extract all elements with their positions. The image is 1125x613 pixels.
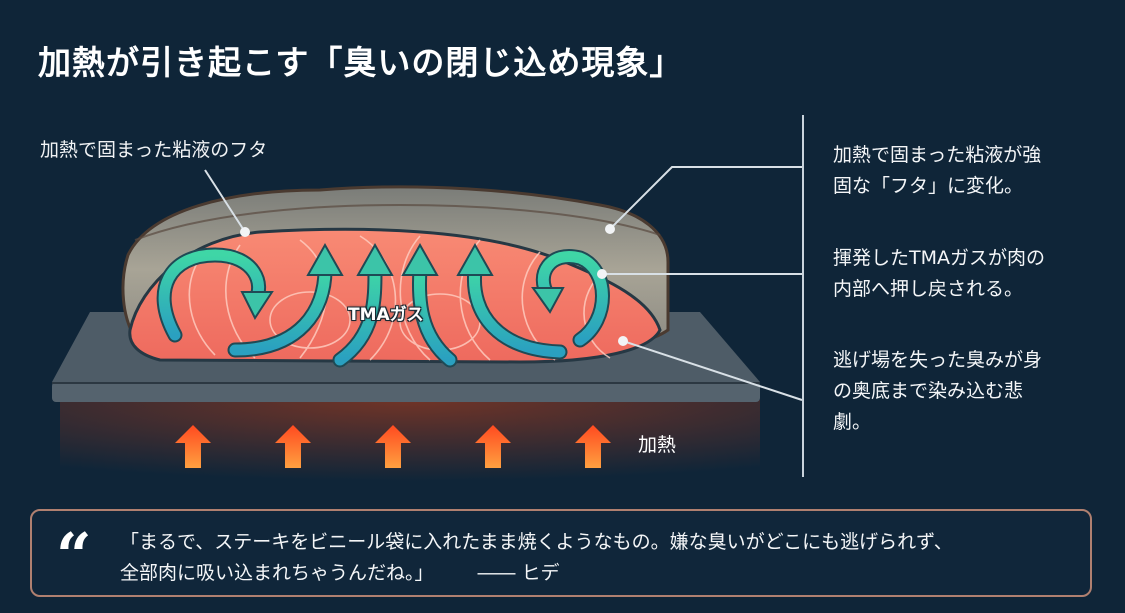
page-title: 加熱が引き起こす「臭いの閉じ込め現象」 xyxy=(38,43,684,82)
note-line: 内部へ押し戻される。 xyxy=(833,278,1024,300)
lid-label: 加熱で固まった粘液のフタ xyxy=(40,139,268,161)
note-line: 劇。 xyxy=(833,411,872,433)
heat-arrow-icon xyxy=(175,425,211,468)
note-line: 揮発したTMAガスが肉の xyxy=(833,247,1045,269)
note-odor-absorbed: 逃げ場を失った臭みが身 の奥底まで染み込む悲 劇。 xyxy=(833,345,1103,438)
quote-text: 「まるで、ステーキをビニール袋に入れたまま焼くようなもの。嫌な臭いがどこにも逃げ… xyxy=(120,527,1080,589)
callout-dots xyxy=(240,224,628,346)
heat-label: 加熱 xyxy=(638,434,677,456)
note-lid-hardening: 加熱で固まった粘液が強 固な「フタ」に変化。 xyxy=(833,140,1103,202)
note-line: 固な「フタ」に変化。 xyxy=(833,175,1024,197)
callout-lines xyxy=(204,166,803,401)
tma-gas-arrows xyxy=(156,242,610,368)
gas-arrow-up-2-icon xyxy=(332,242,394,368)
note-gas-pushed-back: 揮発したTMAガスが肉の 内部へ押し戻される。 xyxy=(833,243,1103,305)
gas-arrow-up-4-icon xyxy=(456,242,568,360)
notes-divider xyxy=(802,115,804,477)
gas-arrow-up-1-icon xyxy=(227,242,344,358)
heat-arrow-icon xyxy=(575,425,611,468)
heat-arrow-icon xyxy=(275,425,311,468)
quote-mark-icon: “ xyxy=(56,519,92,592)
gas-arrow-up-3-icon xyxy=(401,242,458,368)
tma-gas-label: TMAガス xyxy=(348,305,424,325)
quote-line-2: 全部肉に吸い込まれちゃうんだね。」 ―― ヒデ xyxy=(120,558,1080,589)
note-line: 加熱で固まった粘液が強 xyxy=(833,144,1042,166)
heat-arrow-icon xyxy=(375,425,411,468)
heat-arrows xyxy=(175,425,611,468)
heat-glow xyxy=(60,400,760,490)
quote-box: “ 「まるで、ステーキをビニール袋に入れたまま焼くようなもの。嫌な臭いがどこにも… xyxy=(30,509,1092,597)
gas-loop-left-icon xyxy=(156,247,274,343)
quote-line-1: 「まるで、ステーキをビニール袋に入れたまま焼くようなもの。嫌な臭いがどこにも逃げ… xyxy=(120,531,953,553)
salmon-flesh xyxy=(128,227,662,364)
note-line: 逃げ場を失った臭みが身 xyxy=(833,349,1043,371)
heat-arrow-icon xyxy=(475,425,511,468)
quote-author: ―― ヒデ xyxy=(477,562,560,584)
quote-line-2-text: 全部肉に吸い込まれちゃうんだね。」 xyxy=(120,562,434,584)
gas-loop-right-icon xyxy=(531,249,610,348)
note-line: の奥底まで染み込む悲 xyxy=(833,380,1024,402)
